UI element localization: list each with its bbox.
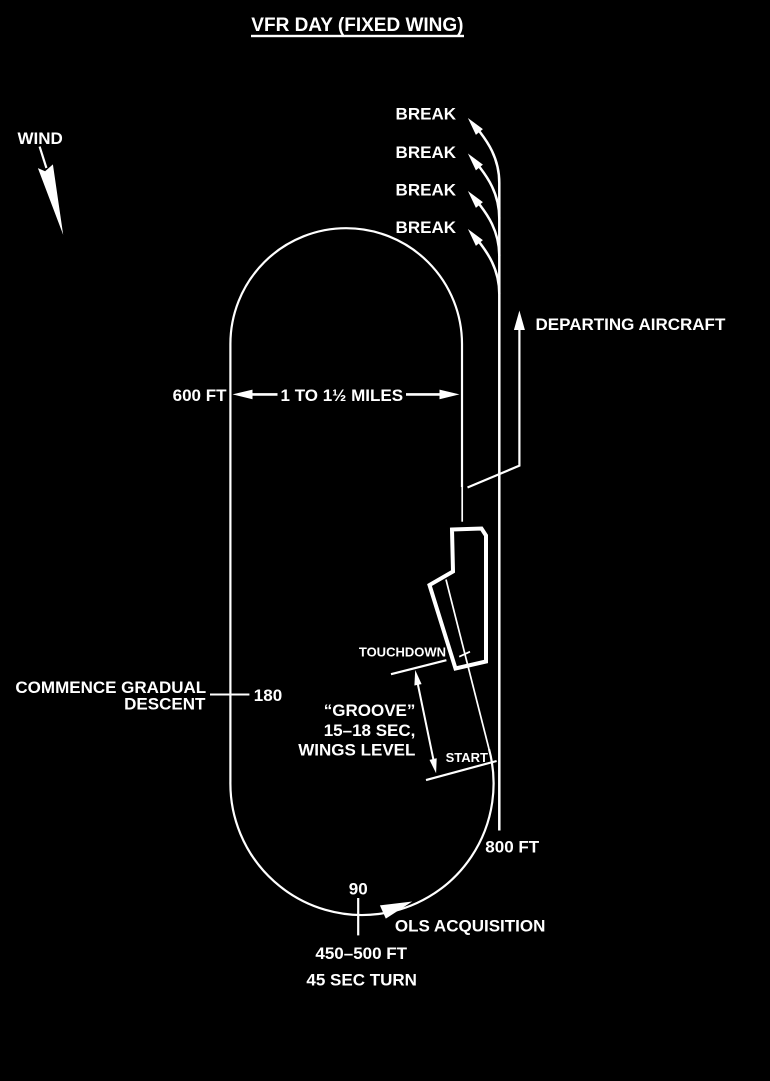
svg-text:90: 90: [349, 880, 368, 899]
svg-text:180: 180: [254, 686, 282, 705]
svg-text:BREAK: BREAK: [396, 104, 457, 123]
svg-text:START: START: [446, 750, 488, 765]
svg-text:15–18 SEC,: 15–18 SEC,: [324, 721, 416, 740]
svg-text:VFR DAY (FIXED WING): VFR DAY (FIXED WING): [251, 15, 463, 36]
svg-text:1 TO 1½ MILES: 1 TO 1½ MILES: [281, 386, 404, 405]
svg-text:TOUCHDOWN: TOUCHDOWN: [359, 644, 446, 659]
svg-text:DEPARTING AIRCRAFT: DEPARTING AIRCRAFT: [536, 315, 726, 334]
svg-text:DESCENT: DESCENT: [124, 694, 206, 713]
svg-text:COMMENCE GRADUAL: COMMENCE GRADUAL: [15, 678, 206, 697]
svg-text:BREAK: BREAK: [396, 218, 457, 237]
svg-text:45 SEC TURN: 45 SEC TURN: [306, 970, 417, 989]
svg-text:WIND: WIND: [18, 129, 63, 148]
svg-text:800 FT: 800 FT: [485, 838, 539, 857]
svg-text:450–500 FT: 450–500 FT: [315, 944, 407, 963]
svg-text:600 FT: 600 FT: [173, 386, 227, 405]
svg-text:BREAK: BREAK: [396, 143, 457, 162]
svg-text:WINGS LEVEL: WINGS LEVEL: [298, 740, 415, 759]
svg-text:OLS ACQUISITION: OLS ACQUISITION: [395, 916, 546, 935]
svg-text:“GROOVE”: “GROOVE”: [324, 701, 416, 720]
svg-text:BREAK: BREAK: [396, 180, 457, 199]
